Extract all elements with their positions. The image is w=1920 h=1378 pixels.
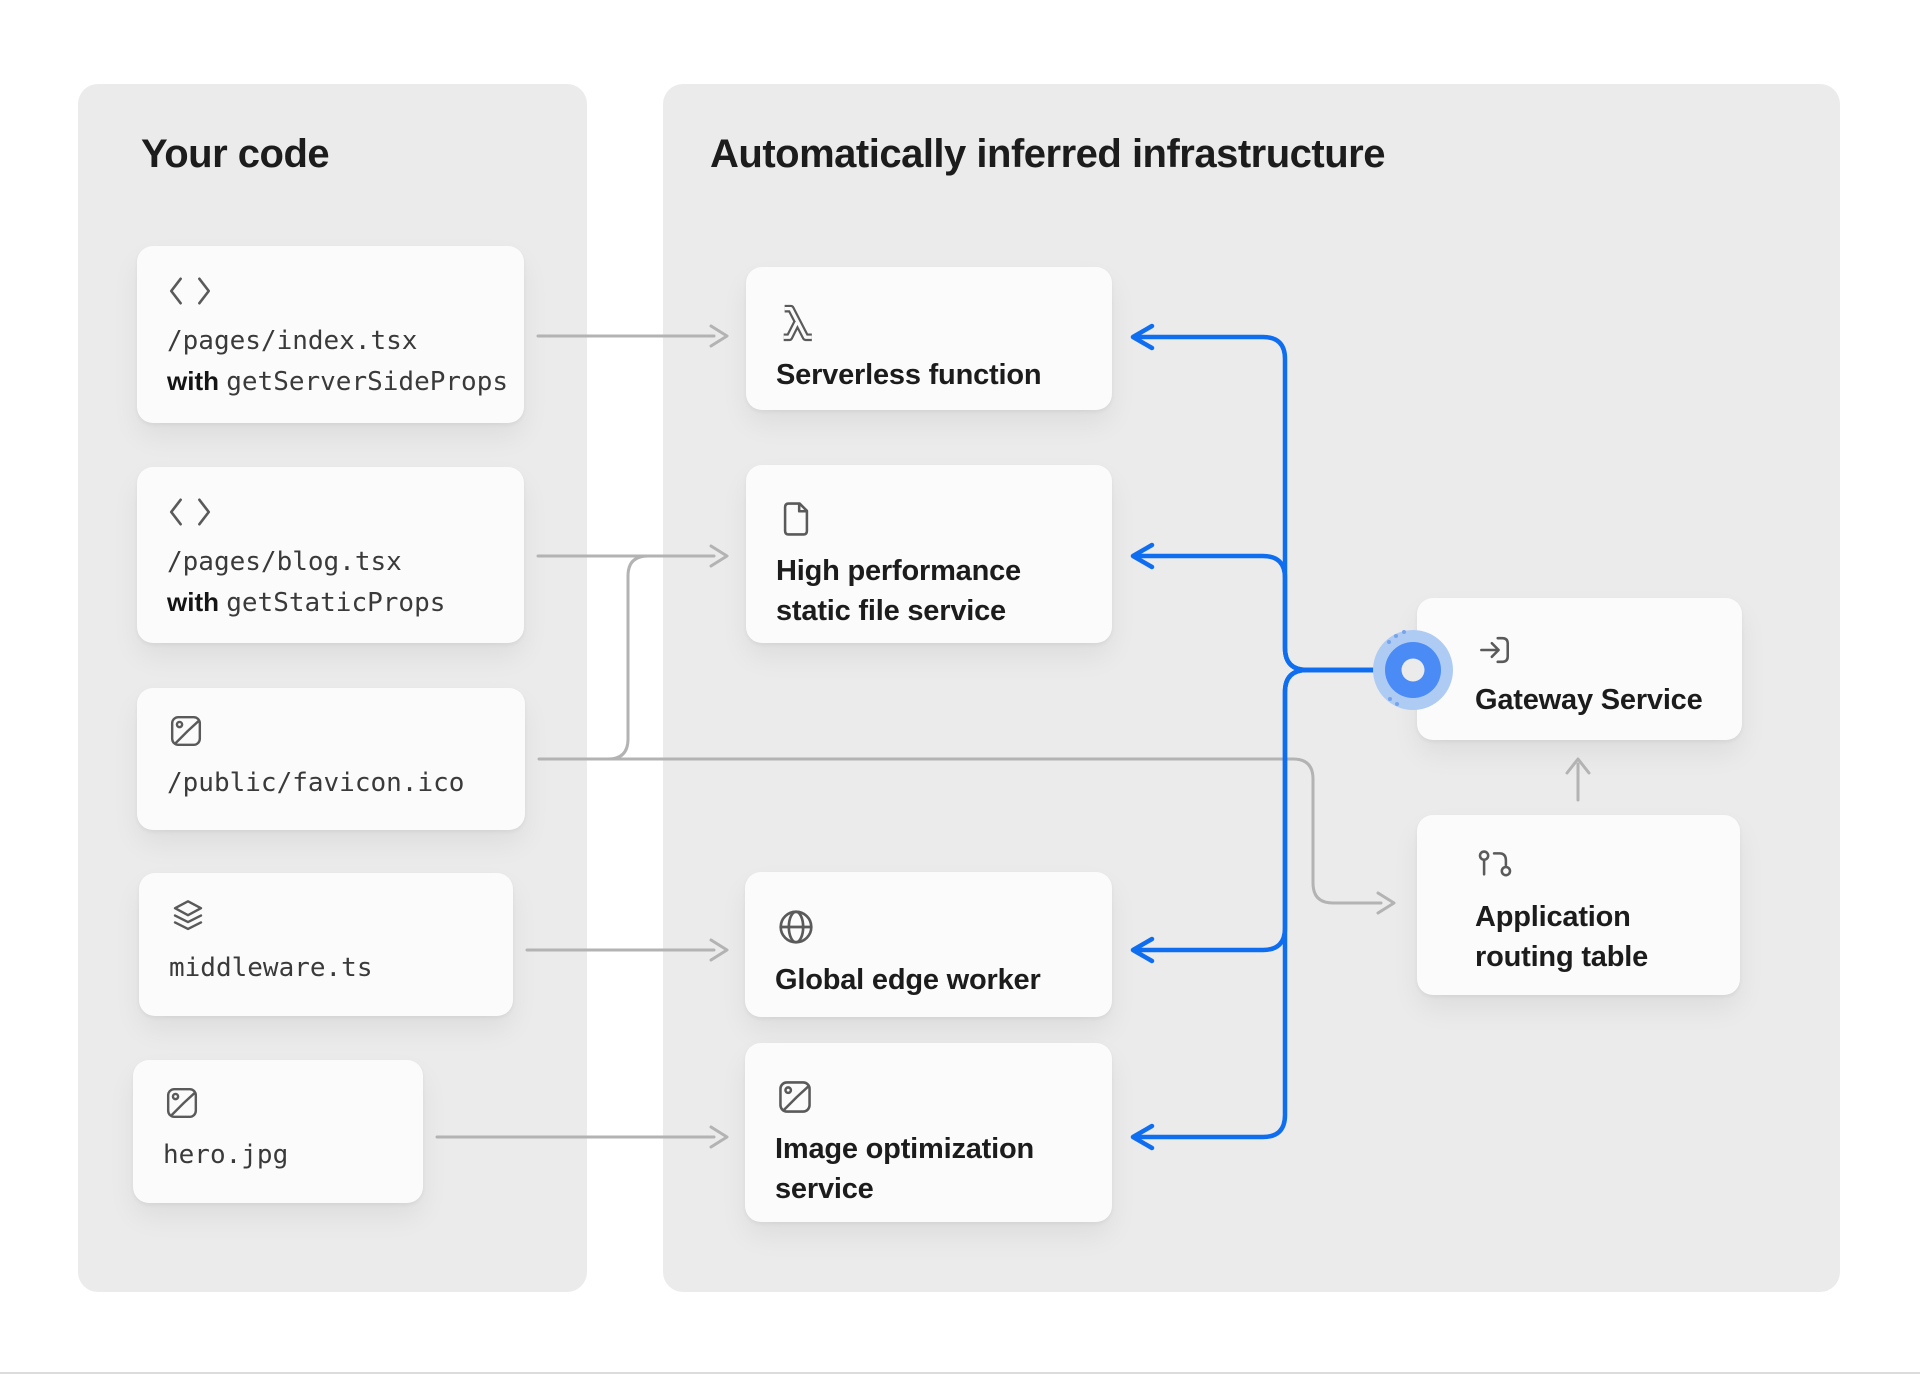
service-label: Serverless function: [776, 359, 1042, 391]
code-icon: [167, 497, 500, 527]
file-name: hero.jpg: [163, 1140, 289, 1170]
routing-table-card: Application routing table: [1417, 815, 1740, 995]
image-icon: [775, 1077, 1088, 1117]
file-card-favicon: /public/favicon.ico: [137, 688, 525, 830]
infrastructure-title: Automatically inferred infrastructure: [710, 132, 1386, 176]
file-name: /pages/blog.tsx: [167, 547, 402, 577]
file-detail: with getStaticProps: [167, 587, 446, 618]
connector-favicon-branch-to-static: [606, 554, 650, 761]
file-name: middleware.ts: [169, 953, 373, 983]
lambda-icon: [776, 301, 1088, 343]
file-card-index: /pages/index.tsx with getServerSideProps: [137, 246, 524, 423]
service-label: Global edge worker: [775, 964, 1041, 996]
file-detail: with getServerSideProps: [167, 366, 508, 397]
globe-icon: [775, 906, 1088, 948]
service-card-edge-worker: Global edge worker: [745, 872, 1112, 1017]
route-icon: [1475, 847, 1716, 887]
gateway-label: Gateway Service: [1475, 684, 1703, 716]
file-card-blog: /pages/blog.tsx with getStaticProps: [137, 467, 524, 643]
code-icon: [167, 276, 500, 306]
service-card-image-optimization: Image optimization service: [745, 1043, 1112, 1222]
routing-label: Application routing table: [1475, 901, 1649, 973]
gateway-service-card: Gateway Service: [1417, 598, 1742, 740]
file-card-middleware: middleware.ts: [139, 873, 513, 1016]
file-icon: [776, 499, 1088, 539]
image-icon: [167, 712, 501, 750]
file-name: /pages/index.tsx: [167, 326, 418, 356]
service-card-serverless: Serverless function: [746, 267, 1112, 410]
file-card-hero: hero.jpg: [133, 1060, 423, 1203]
file-name: /public/favicon.ico: [167, 768, 465, 798]
image-icon: [163, 1084, 399, 1122]
your-code-title: Your code: [141, 132, 330, 176]
service-card-static-files: High performance static file service: [746, 465, 1112, 643]
enter-icon: [1475, 630, 1718, 670]
service-label: High performance static file service: [776, 555, 1021, 627]
service-label: Image optimization service: [775, 1133, 1035, 1205]
page-bottom-divider: [0, 1372, 1920, 1374]
layers-icon: [169, 897, 489, 935]
